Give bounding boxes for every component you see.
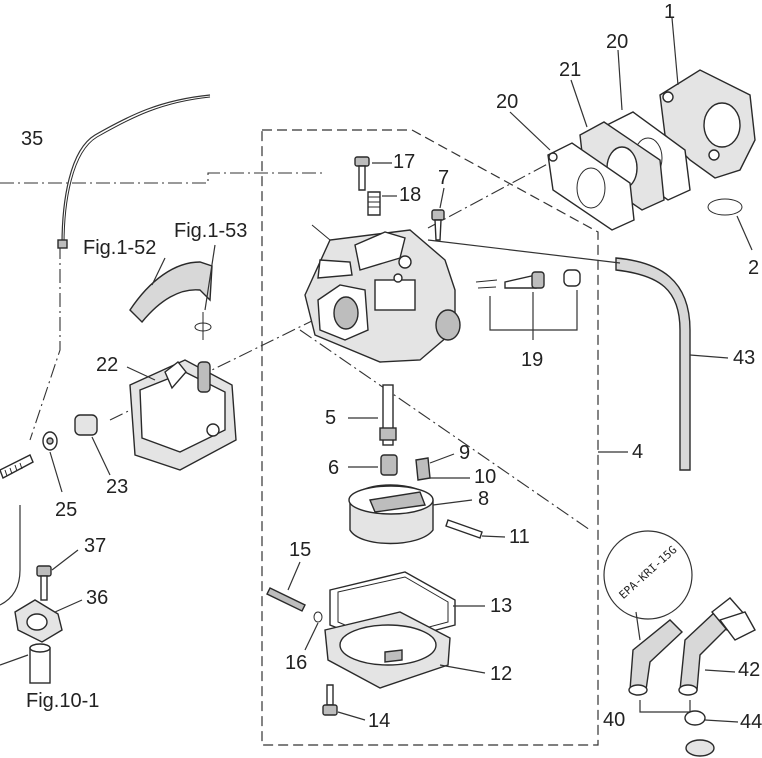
part-7-screw [431,209,445,241]
part-label-23: 23 [106,476,129,498]
part-23-bushing [74,414,98,436]
fig-10-1-part [29,647,51,684]
centerline-left-fuel [29,245,61,441]
part-label-4: 4 [632,441,644,463]
part-label-15: 15 [289,539,312,561]
centerline-pump [109,317,319,421]
part-label-14: 14 [368,710,391,732]
assembly-boundary-dashed [261,129,599,746]
part-11-float-pin [445,519,483,539]
part-12-float-bowl [324,611,451,689]
part-label-16: 16 [285,652,308,674]
part-19-idle-screw [475,269,581,289]
part-label-13: 13 [490,595,513,617]
part-label-9: 9 [459,442,471,464]
part-label-10: 10 [474,466,497,488]
part-20-gasket-left [547,142,635,231]
part-5-main-nozzle [379,384,397,446]
part-label-20-right: 20 [606,31,629,53]
part-label-35: 35 [21,128,44,150]
part-label-5: 5 [325,407,337,429]
part-6-main-jet [380,454,398,476]
part-label-44: 44 [740,711,762,733]
part-36-cable-clamp [14,599,63,643]
centerline-flange [427,152,569,229]
part-label-17: 17 [393,151,416,173]
part-2-o-ring [707,198,743,216]
epa-stamp-circle [603,530,693,620]
part-label-40: 40 [603,709,626,731]
centerline-diagonal [299,329,591,531]
fig-1-52-hose [129,261,213,324]
part-label-18: 18 [399,184,422,206]
part-37-clamp-bolt [36,565,52,601]
part-label-6: 6 [328,457,340,479]
part-16-o-ring [313,611,323,623]
bolt-left [0,454,34,479]
part-43-hose [615,257,691,471]
part-17-screw [354,156,370,191]
part-label-42: 42 [738,659,761,681]
part-label-8: 8 [478,488,490,510]
part-label-43: 43 [733,347,756,369]
part-label-21: 21 [559,59,582,81]
part-label-11: 11 [509,526,530,548]
carburetor-body [304,224,461,363]
part-18-spring [367,191,381,216]
centerline-top-left [0,172,323,184]
part-8-float [348,484,434,545]
part-label-20-left: 20 [496,91,519,113]
part-35-cable [61,94,211,246]
part-label-25: 25 [55,499,78,521]
part-label-1: 1 [664,1,676,23]
ref-fig-10-1: Fig.10-1 [26,690,100,712]
part-label-37: 37 [84,535,107,557]
part-label-7: 7 [438,167,450,189]
part-label-19: 19 [521,349,544,371]
part-14-drain-screw [322,684,338,716]
part-label-36: 36 [86,587,109,609]
part-label-12: 12 [490,663,513,685]
ref-fig-1-53: Fig.1-53 [174,220,248,242]
ref-fig-1-52: Fig.1-52 [83,237,157,259]
part-44-clamp [684,710,706,726]
part-40-hose [628,619,684,696]
part-15-pilot-screw [266,587,306,612]
part-label-22: 22 [96,354,119,376]
part-label-2: 2 [748,257,760,279]
part-9-needle-valve [415,457,431,481]
part-22-fuel-pump [129,359,237,471]
